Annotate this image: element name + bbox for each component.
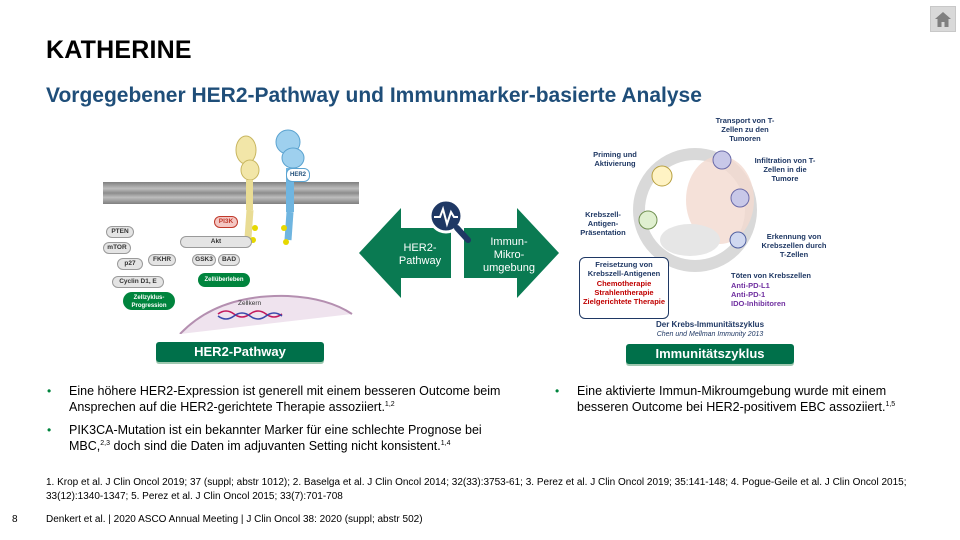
bad-node: BAD (218, 254, 240, 266)
page-number: 8 (12, 514, 18, 525)
bullet-sup-b: 1,4 (440, 439, 451, 447)
cyclin-node: Cyclin D1, E (112, 276, 164, 288)
pten-node: PTEN (106, 226, 134, 238)
cell-membrane (103, 182, 359, 204)
killing-item-ido: IDO-Inhibitoren (731, 299, 786, 308)
cell-cycle-progression-label: Zellzyklus-Progression (123, 292, 175, 310)
cycle-graphic (633, 148, 757, 272)
bullet-text: Eine aktivierte Immun-Mikroumgebung wurd… (577, 384, 887, 414)
references: 1. Krop et al. J Clin Oncol 2019; 37 (su… (46, 477, 907, 502)
nucleus-graphic (179, 294, 353, 334)
gsk3-node: GSK3 (192, 254, 216, 266)
cycle-step-presentation: Krebszell-Antigen-Präsentation (580, 210, 626, 237)
cycle-step-recognition: Erkennung von Krebszellen durch T-Zellen (761, 232, 827, 259)
release-item-chemo: Chemotherapie (596, 279, 652, 288)
her2-receptor-graphic (235, 129, 305, 245)
bullet-dot: • (47, 384, 52, 398)
page-subtitle: Vorgegebener HER2-Pathway und Immunmarke… (46, 84, 702, 107)
bullet-pik3ca: • PIK3CA-Mutation ist ein bekannter Mark… (47, 422, 509, 454)
bullet-text-a: PIK3CA-Mutation ist ein bekannter Marker… (69, 423, 482, 453)
cycle-citation: Chen und Mellman Immunity 2013 (656, 331, 764, 338)
her2-receptor-label: HER2 (286, 168, 310, 182)
bullet-sup-a: 2,3 (100, 439, 110, 447)
pi3k-node: PI3K (214, 216, 238, 228)
bullet-dot: • (555, 384, 560, 398)
bullet-text-b: doch sind die Daten im adjuvanten Settin… (109, 439, 441, 453)
arrow-label-her2-pathway: HER2- Pathway (398, 242, 442, 267)
her2-pathway-banner: HER2-Pathway (156, 342, 324, 362)
release-item-targeted: Zielgerichtete Therapie (582, 297, 666, 306)
arrow-label-immune-microenvironment: Immun- Mikro- umgebung (483, 236, 535, 274)
immunity-cycle-banner: Immunitätszyklus (626, 344, 794, 364)
p27-node: p27 (117, 258, 143, 270)
killing-item-anti-pd-1: Anti-PD-1 (731, 290, 766, 299)
cycle-caption: Der Krebs-Immunitätszyklus (655, 320, 765, 329)
home-icon (935, 12, 951, 27)
killing-title: Töten von Krebszellen (731, 271, 812, 280)
cycle-step-priming: Priming und Aktivierung (593, 150, 637, 168)
fkhr-node: FKHR (148, 254, 176, 266)
nucleus-label: Zellkern (238, 300, 262, 307)
bullet-text: Eine höhere HER2-Expression ist generell… (69, 384, 501, 414)
bullet-dot: • (47, 423, 52, 437)
cell-survival-label: Zellüberleben (198, 273, 250, 287)
release-box: Freisetzung von Krebszell-Antigenen Chem… (579, 257, 669, 319)
release-item-radiation: Strahlentherapie (594, 288, 654, 297)
bullet-immune-microenvironment: • Eine aktivierte Immun-Mikroumgebung wu… (555, 383, 927, 415)
release-title: Freisetzung von Krebszell-Antigenen (587, 260, 661, 278)
magnifier-signal-icon (428, 198, 471, 243)
cycle-step-transport: Transport von T-Zellen zu den Tumoren (715, 116, 775, 143)
akt-node: Akt (180, 236, 252, 248)
mtor-node: mTOR (103, 242, 131, 254)
bullet-her2-expression: • Eine höhere HER2-Expression ist genere… (47, 383, 509, 415)
bullet-sup: 1,5 (885, 400, 896, 408)
double-arrow-graphic (359, 208, 559, 298)
killing-item-anti-pd-l1: Anti-PD-L1 (731, 281, 770, 290)
page-title: KATHERINE (46, 36, 192, 64)
footer-citation: Denkert et al. | 2020 ASCO Annual Meetin… (46, 514, 423, 525)
cycle-step-infiltration: Infiltration von T-Zellen in die Tumore (754, 156, 816, 183)
bullet-sup: 1,2 (384, 400, 395, 408)
home-button[interactable] (930, 6, 956, 32)
